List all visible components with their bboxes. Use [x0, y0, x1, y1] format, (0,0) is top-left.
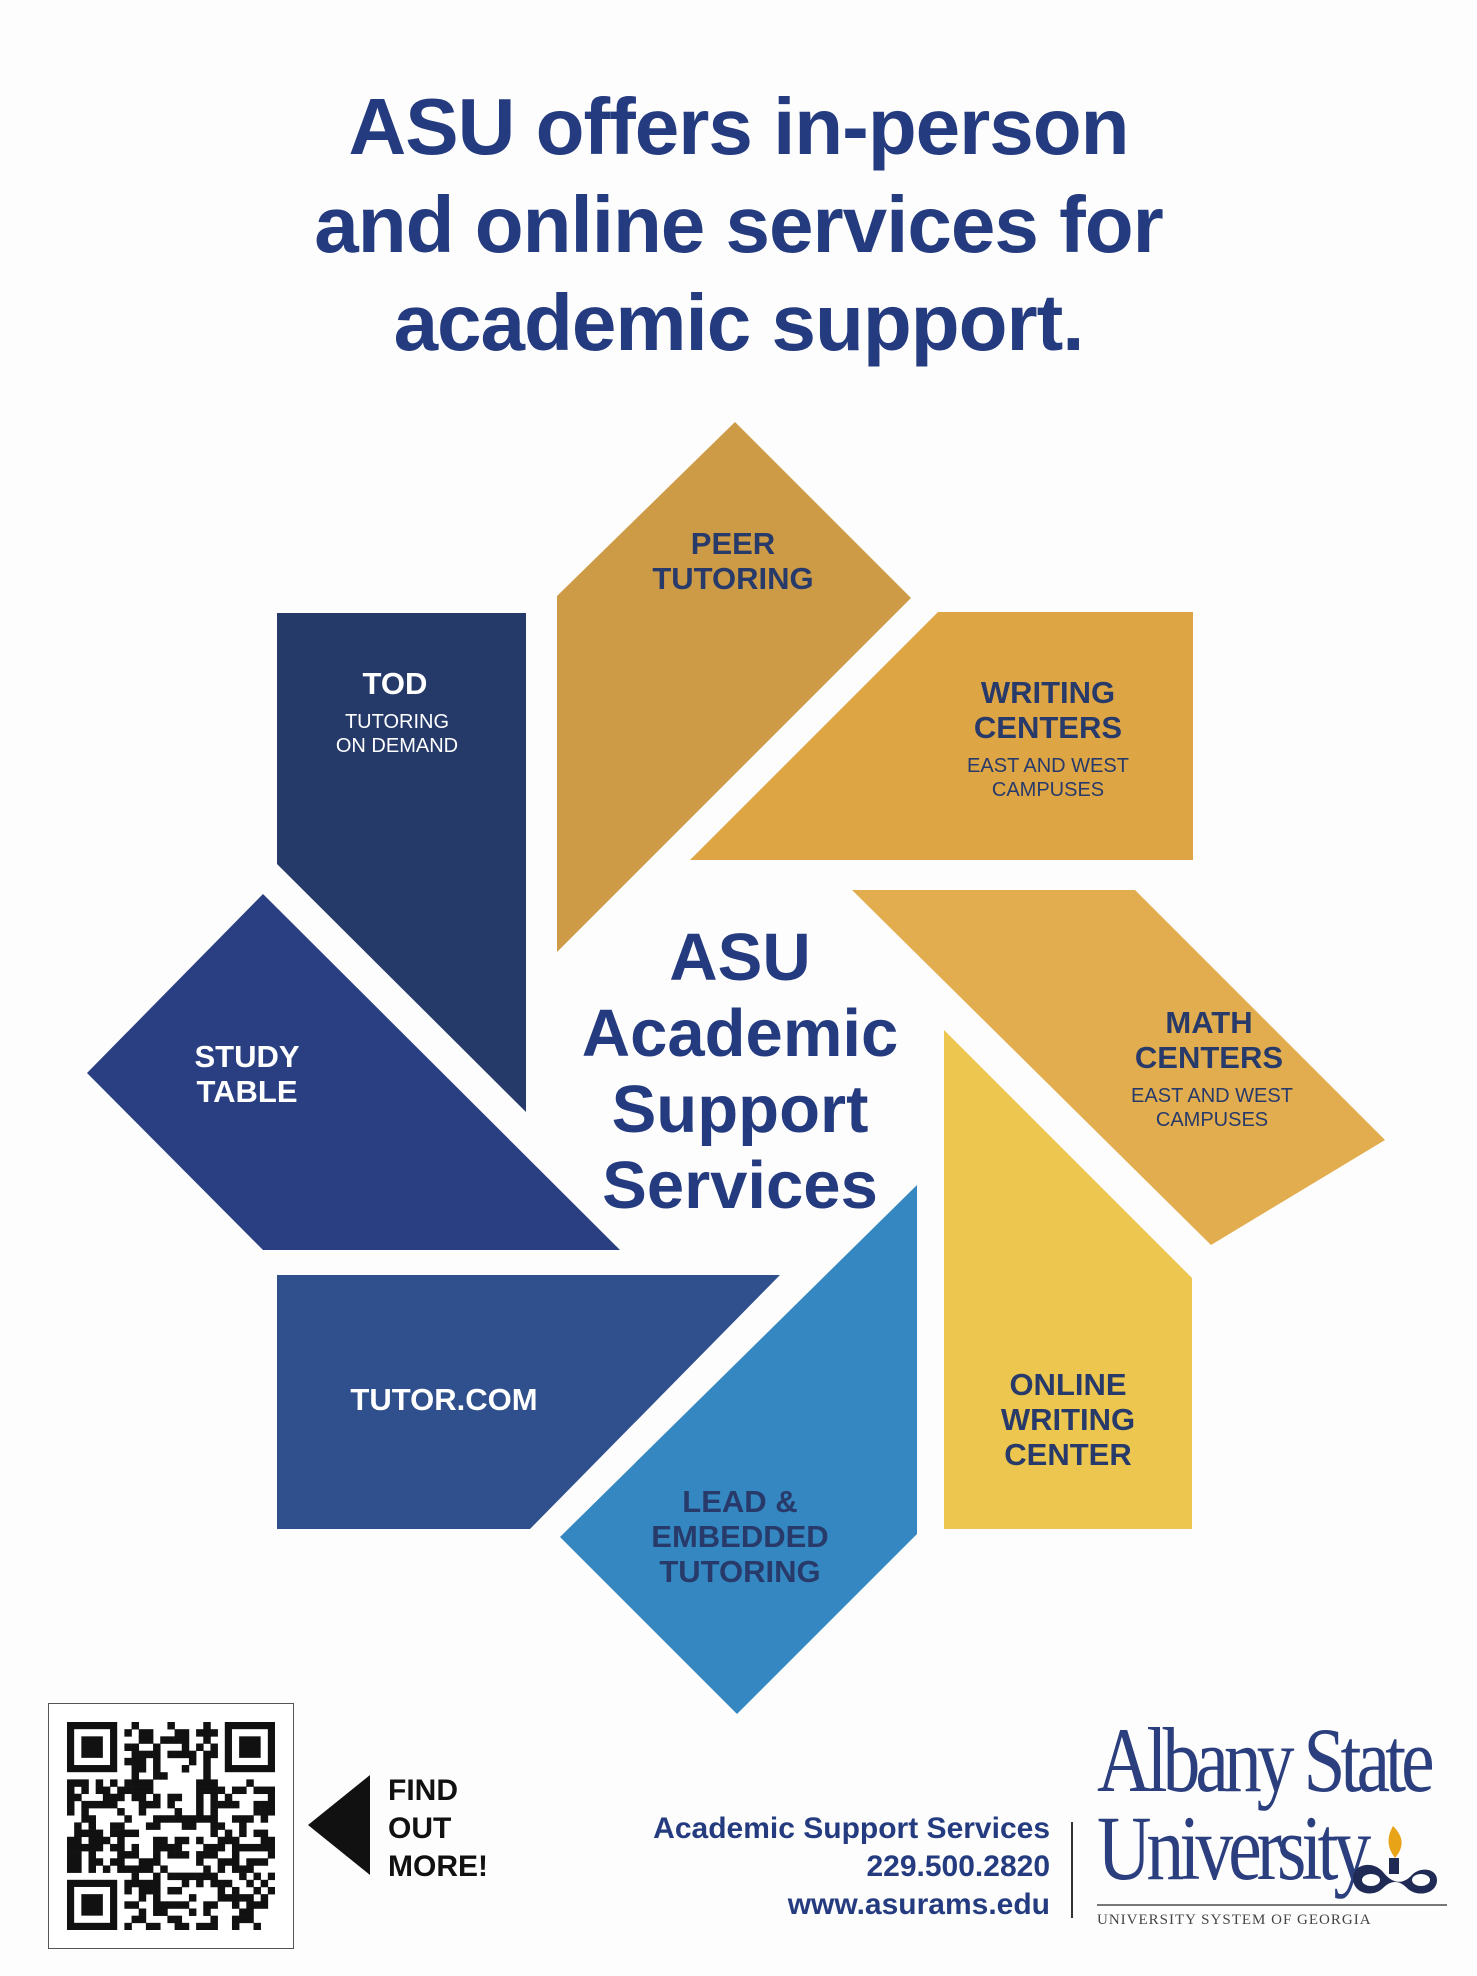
lead-embedded-title-2: EMBEDDED	[651, 1519, 828, 1554]
writing-centers-sub-2: CAMPUSES	[992, 779, 1104, 801]
arrow-left-icon	[308, 1775, 370, 1875]
segment-online-writing-center[interactable]: ONLINE WRITING CENTER	[944, 1030, 1192, 1529]
torch-emblem-icon	[1353, 1826, 1437, 1894]
segment-math-centers[interactable]: MATH CENTERS EAST AND WEST CAMPUSES	[852, 890, 1385, 1245]
headline-line-2: and online services for	[314, 180, 1163, 269]
segment-tutor-com-shape	[277, 1275, 780, 1529]
lead-embedded-title-1: LEAD &	[682, 1484, 797, 1519]
headline: ASU offers in-person and online services…	[0, 78, 1477, 372]
segment-tutor-com[interactable]: TUTOR.COM	[277, 1275, 780, 1529]
segment-math-centers-shape	[852, 890, 1385, 1245]
logo-system-text: UNIVERSITY SYSTEM OF GEORGIA	[1097, 1912, 1372, 1928]
study-table-title-2: TABLE	[196, 1074, 297, 1109]
segment-tod-shape	[277, 613, 526, 1112]
peer-tutoring-title-1: PEER	[691, 526, 775, 561]
logo-line-2: University	[1097, 1797, 1371, 1899]
center-title-line-1: ASU	[669, 920, 811, 995]
center-title-line-4: Services	[602, 1148, 878, 1223]
contact-phone[interactable]: 229.500.2820	[866, 1850, 1050, 1883]
segment-writing-centers[interactable]: WRITING CENTERS EAST AND WEST CAMPUSES	[690, 612, 1193, 860]
find-out-more-line-3: MORE!	[388, 1850, 488, 1883]
segment-writing-centers-shape	[690, 612, 1193, 860]
tod-title: TOD	[363, 666, 428, 701]
peer-tutoring-title-2: TUTORING	[652, 561, 813, 596]
center-title-line-3: Support	[611, 1072, 869, 1147]
segment-tod[interactable]: TOD TUTORING ON DEMAND	[277, 613, 526, 1112]
tod-sub-1: TUTORING	[345, 711, 449, 733]
online-writing-center-title-1: ONLINE	[1009, 1367, 1126, 1402]
tod-sub-2: ON DEMAND	[336, 735, 458, 757]
math-centers-title-2: CENTERS	[1135, 1040, 1283, 1075]
online-writing-center-title-2: WRITING	[1001, 1402, 1135, 1437]
find-out-more-line-2: OUT	[388, 1812, 452, 1845]
segment-study-table-shape	[87, 894, 620, 1250]
headline-line-1: ASU offers in-person	[348, 82, 1129, 171]
writing-centers-title-1: WRITING	[981, 675, 1115, 710]
segment-online-writing-center-shape	[944, 1030, 1192, 1529]
albany-state-logo: Albany State University UNIVERSITY SYSTE…	[1097, 1710, 1447, 1950]
math-centers-sub-2: CAMPUSES	[1156, 1109, 1268, 1131]
qr-code-frame[interactable]	[48, 1703, 294, 1949]
center-title-line-2: Academic	[581, 996, 899, 1071]
writing-centers-sub-1: EAST AND WEST	[967, 755, 1129, 777]
writing-centers-title-2: CENTERS	[974, 710, 1122, 745]
online-writing-center-title-3: CENTER	[1004, 1437, 1131, 1472]
qr-code-icon	[67, 1722, 275, 1930]
segment-lead-embedded-tutoring[interactable]: LEAD & EMBEDDED TUTORING	[560, 1185, 917, 1714]
logo-line-1: Albany State	[1097, 1709, 1435, 1811]
study-table-title-1: STUDY	[194, 1039, 299, 1074]
find-out-more: FIND OUT MORE!	[388, 1772, 488, 1886]
math-centers-title-1: MATH	[1165, 1005, 1252, 1040]
segment-peer-tutoring-shape	[557, 422, 911, 952]
contact-block: Academic Support Services 229.500.2820 w…	[653, 1810, 1050, 1924]
segment-peer-tutoring[interactable]: PEER TUTORING	[557, 422, 911, 952]
segment-lead-embedded-shape	[560, 1185, 917, 1714]
contact-website[interactable]: www.asurams.edu	[787, 1888, 1050, 1921]
segment-study-table[interactable]: STUDY TABLE	[87, 894, 620, 1250]
contact-name: Academic Support Services	[653, 1812, 1050, 1845]
headline-line-3: academic support.	[393, 278, 1085, 367]
contact-divider	[1071, 1822, 1073, 1918]
center-title: ASU Academic Support Services	[530, 920, 950, 1224]
tutor-com-title: TUTOR.COM	[350, 1382, 537, 1417]
logo-rule	[1097, 1904, 1447, 1906]
lead-embedded-title-3: TUTORING	[659, 1554, 820, 1589]
find-out-more-line-1: FIND	[388, 1774, 458, 1807]
math-centers-sub-1: EAST AND WEST	[1131, 1085, 1293, 1107]
